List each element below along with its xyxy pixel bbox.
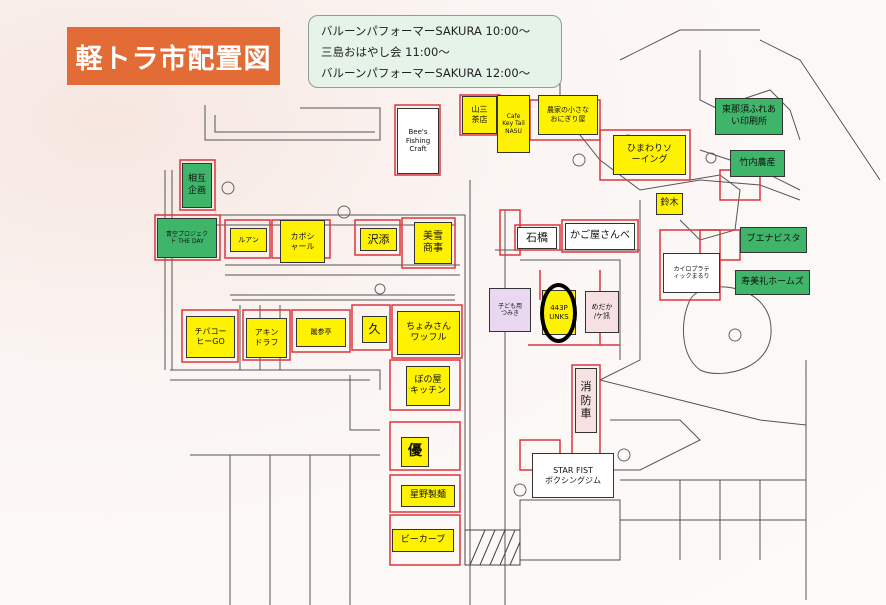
schedule-item: バルーンパフォーマーSAKURA 10:00～	[321, 24, 531, 38]
booth-medaka[interactable]: めだか /ケ訊	[585, 291, 619, 333]
booth-akin[interactable]: アキン ドラフ	[246, 318, 287, 358]
booth-sawazoe[interactable]: 沢添	[360, 228, 397, 251]
booth-kagoya[interactable]: かご屋さんべ	[565, 223, 635, 250]
schedule-item: 三島おはやし会 11:00～	[321, 45, 450, 59]
booth-suzuki[interactable]: 鈴木	[656, 193, 683, 215]
booth-sanjutei[interactable]: 蹴参亭	[296, 318, 346, 347]
booth-noka-onigiri[interactable]: 農家の小さな おにぎり屋	[538, 95, 598, 135]
map-title: 軽トラ市配置図	[67, 27, 280, 85]
booth-yamasan[interactable]: 山三 茶店	[462, 96, 497, 134]
booth-yu[interactable]: 優	[401, 437, 429, 467]
booth-ishibashi[interactable]: 石橋	[517, 227, 557, 249]
booth-chipacoffee[interactable]: チパコー ヒーGO	[186, 316, 235, 358]
booth-higashinasuno[interactable]: 東那須ふれあ い印刷所	[715, 98, 783, 135]
booth-shobosha[interactable]: 消 防 車	[575, 368, 597, 433]
booth-himawari[interactable]: ひまわりソ ーイング	[613, 135, 686, 175]
booth-starfist[interactable]: STAR FIST ボクシングジム	[532, 453, 614, 498]
booth-cafe-keytail[interactable]: Cafe Key Tail NASU	[497, 95, 530, 153]
event-schedule: バルーンパフォーマーSAKURA 10:00～ 三島おはやし会 11:00～ バ…	[308, 15, 562, 88]
booth-kaboshar[interactable]: カボシ ャール	[280, 220, 325, 263]
booth-ruan[interactable]: ルアン	[230, 228, 267, 252]
booth-aokaze[interactable]: 青空プロジェク ト THE DAY	[157, 218, 217, 258]
booth-buena[interactable]: ブエナビスタ	[740, 227, 807, 253]
highlight-circle	[540, 283, 577, 343]
booth-bees-fishing[interactable]: Bee's Fishing Craft	[397, 108, 439, 174]
schedule-item: バルーンパフォーマーSAKURA 12:00～	[321, 66, 531, 80]
booth-kairopura[interactable]: カイロプラテ ィックまるり	[663, 253, 720, 293]
booth-takeuchi[interactable]: 竹内農産	[730, 150, 785, 177]
booth-kyu[interactable]: 久	[362, 316, 387, 343]
booth-kodomo[interactable]: 子ども用 つみき	[489, 288, 531, 332]
booth-jubirei[interactable]: 寿美礼ホームズ	[735, 270, 810, 295]
booth-bisho[interactable]: 美雪 商事	[414, 222, 452, 264]
booth-bonoya[interactable]: ぼの屋 キッチン	[406, 366, 450, 406]
booth-chiyomi[interactable]: ちょみさん ワッフル	[397, 311, 460, 355]
booth-bcurve[interactable]: ビーカーブ	[392, 529, 454, 552]
booth-hoshino[interactable]: 星野製麺	[401, 485, 455, 507]
booth-aihara[interactable]: 相互 企画	[182, 163, 212, 208]
